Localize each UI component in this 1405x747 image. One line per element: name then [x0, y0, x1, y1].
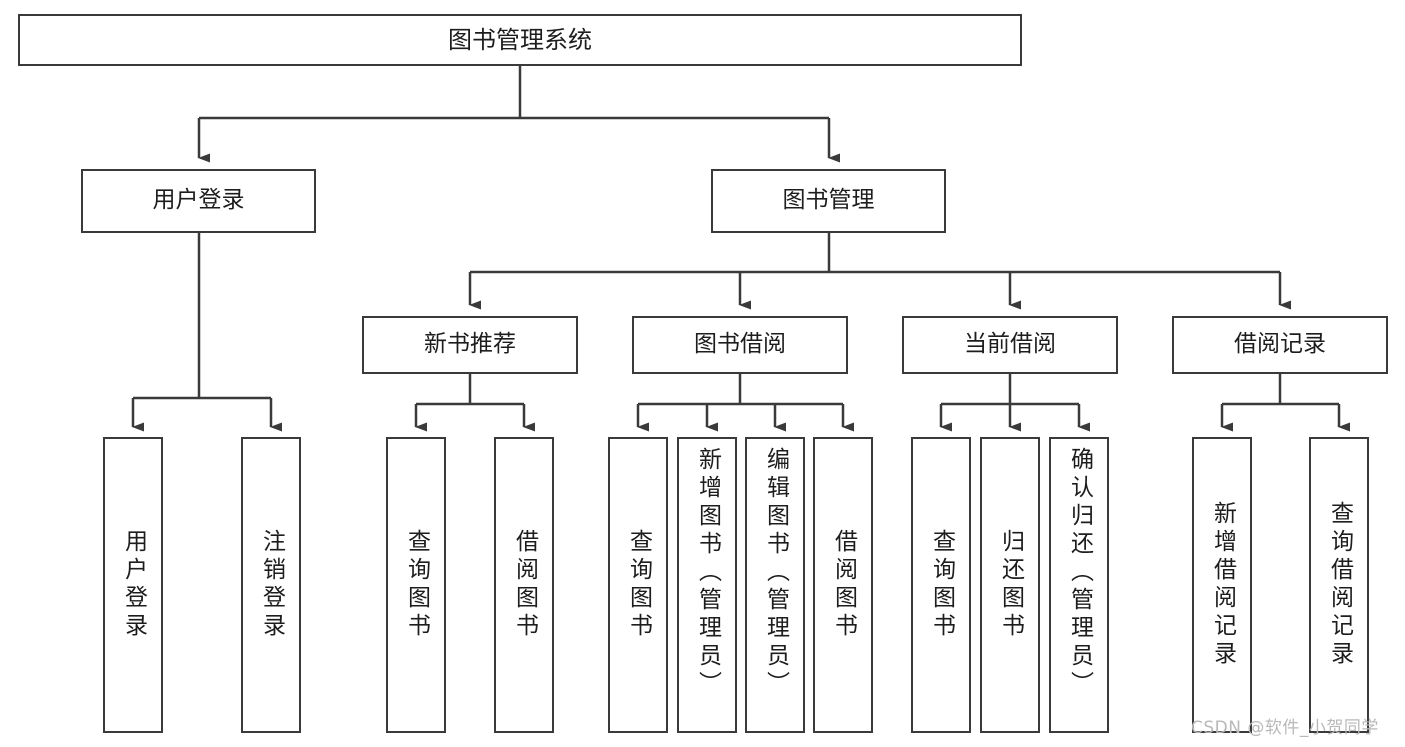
node-label: 图书借阅: [694, 331, 786, 358]
node-label: 图书管理系统: [448, 25, 592, 54]
leaf-query-book-borrow[interactable]: 查询图书: [608, 437, 668, 733]
node-label: 编辑图书（管理员）: [762, 447, 789, 699]
node-new-book-recommend[interactable]: 新书推荐: [362, 316, 578, 374]
node-user-login[interactable]: 用户登录: [81, 169, 316, 233]
node-label: 借阅图书: [511, 529, 538, 641]
node-label: 查询图书: [625, 529, 652, 641]
node-label: 查询图书: [928, 529, 955, 641]
node-borrow-record[interactable]: 借阅记录: [1172, 316, 1388, 374]
leaf-borrow-book[interactable]: 借阅图书: [813, 437, 873, 733]
leaf-borrow-book-recommend[interactable]: 借阅图书: [494, 437, 554, 733]
leaf-query-book-recommend[interactable]: 查询图书: [386, 437, 446, 733]
node-label: 新增图书（管理员）: [694, 447, 721, 699]
node-label: 用户登录: [120, 529, 147, 641]
node-label: 新书推荐: [424, 331, 516, 358]
leaf-edit-book-admin[interactable]: 编辑图书（管理员）: [745, 437, 805, 733]
leaf-return-book[interactable]: 归还图书: [980, 437, 1040, 733]
node-label: 注销登录: [258, 529, 285, 641]
leaf-logout[interactable]: 注销登录: [241, 437, 301, 733]
leaf-query-borrow-record[interactable]: 查询借阅记录: [1309, 437, 1369, 733]
leaf-add-book-admin[interactable]: 新增图书（管理员）: [677, 437, 737, 733]
node-current-borrow[interactable]: 当前借阅: [902, 316, 1118, 374]
node-label: 当前借阅: [964, 331, 1056, 358]
node-label: 归还图书: [997, 529, 1024, 641]
leaf-confirm-return-admin[interactable]: 确认归还（管理员）: [1049, 437, 1109, 733]
node-label: 查询借阅记录: [1326, 501, 1353, 669]
node-label: 借阅图书: [830, 529, 857, 641]
node-label: 新增借阅记录: [1209, 501, 1236, 669]
node-label: 查询图书: [403, 529, 430, 641]
node-book-management[interactable]: 图书管理: [711, 169, 946, 233]
csdn-watermark: CSDN @软件_小贺同学: [1191, 718, 1379, 738]
leaf-user-login[interactable]: 用户登录: [103, 437, 163, 733]
leaf-query-book-current[interactable]: 查询图书: [911, 437, 971, 733]
node-label: 借阅记录: [1234, 331, 1326, 358]
node-label: 用户登录: [152, 187, 245, 214]
leaf-add-borrow-record[interactable]: 新增借阅记录: [1192, 437, 1252, 733]
node-label: 确认归还（管理员）: [1066, 447, 1093, 699]
node-root-system[interactable]: 图书管理系统: [18, 14, 1022, 66]
node-label: 图书管理: [782, 187, 875, 214]
node-book-borrow[interactable]: 图书借阅: [632, 316, 848, 374]
